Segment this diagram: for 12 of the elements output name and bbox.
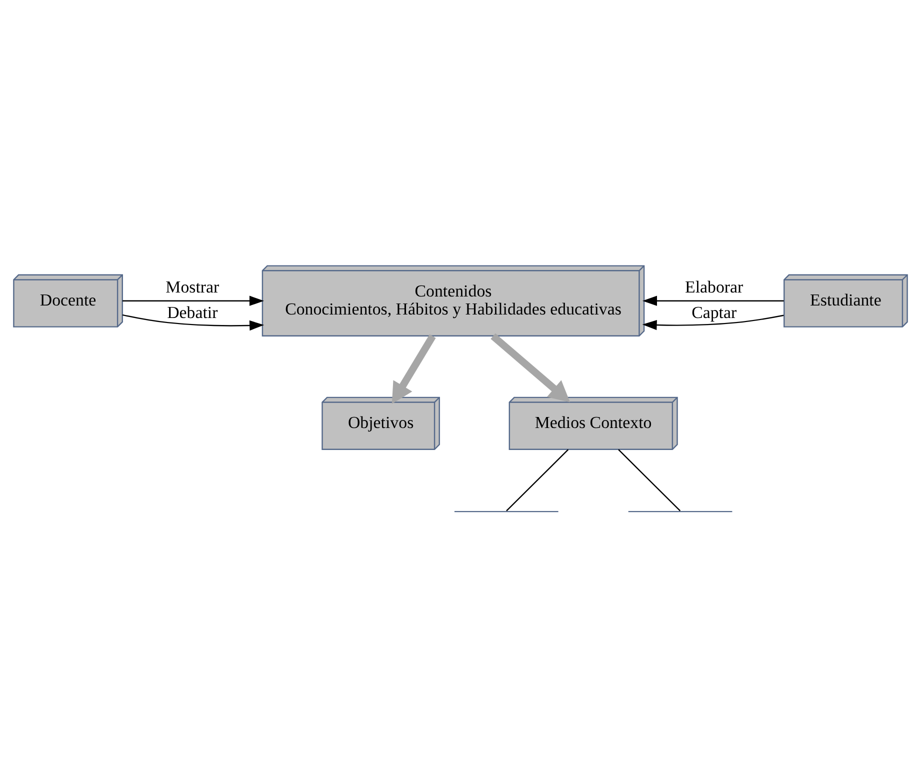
edge-label: Mostrar [166,278,220,297]
connector [506,449,569,512]
edge-label: Debatir [167,302,218,322]
connector [618,449,681,512]
arrow [122,296,264,306]
edge-label: Captar [692,302,737,322]
arrow [490,333,570,402]
arrow [642,314,784,330]
arrow [122,314,264,331]
arrow [392,334,436,404]
edge-label: Elaborar [685,278,744,297]
arrow [642,296,784,306]
